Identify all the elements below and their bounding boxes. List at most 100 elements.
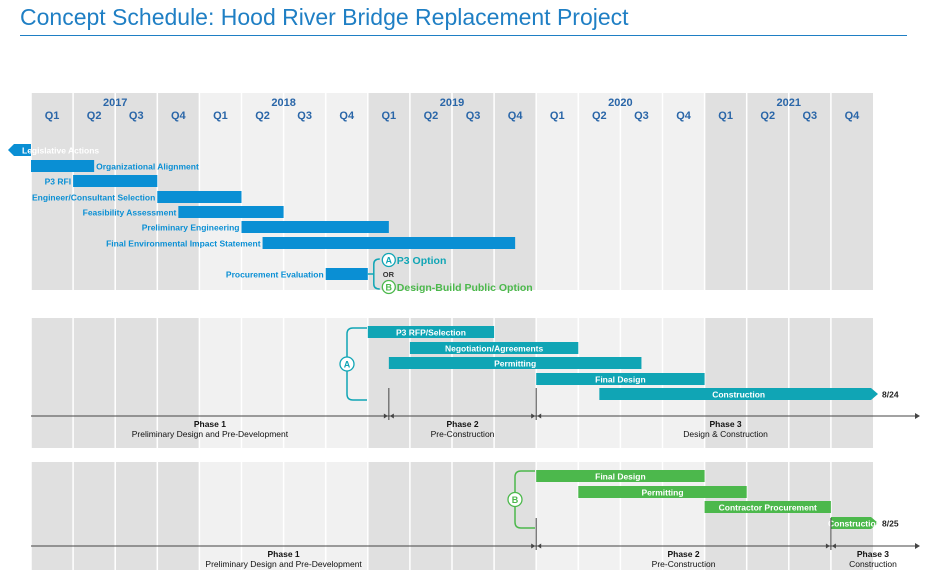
grid-column (157, 462, 200, 570)
task-bar (578, 486, 747, 498)
year-label: 2019 (440, 97, 464, 109)
task-bar (325, 268, 368, 280)
or-label: OR (383, 270, 395, 279)
phase-arrow (383, 413, 388, 419)
option-letter: A (344, 360, 351, 370)
task-bar (8, 144, 31, 156)
grid-column (452, 462, 495, 570)
option-b-label: Design-Build Public Option (397, 282, 533, 294)
grid-column (704, 93, 747, 290)
quarter-label: Q1 (550, 110, 565, 122)
phase-arrow (537, 543, 542, 549)
phase-axis-arrow (915, 543, 920, 549)
task-bar (241, 221, 389, 233)
grid-column (283, 462, 326, 570)
option-b-letter: B (386, 283, 393, 293)
grid-column (704, 318, 747, 448)
grid-column (241, 462, 284, 570)
grid-column (325, 93, 368, 290)
task-label: Engineer/Consultant Selection (32, 193, 155, 203)
grid-column (746, 462, 789, 570)
task-label: Negotiation/Agreements (445, 344, 544, 354)
task-label: Construction (828, 519, 881, 529)
grid-column (620, 93, 663, 290)
task-bar (536, 373, 705, 385)
task-bar (704, 501, 831, 513)
page-title: Concept Schedule: Hood River Bridge Repl… (20, 4, 629, 30)
grid-column (746, 93, 789, 290)
phase-axis-arrow (915, 413, 920, 419)
grid-column (788, 462, 831, 570)
task-bar (157, 191, 242, 203)
phase-name: Phase 2 (446, 419, 478, 429)
phase-name: Phase 3 (710, 419, 742, 429)
task-label: Preliminary Engineering (142, 223, 240, 233)
option-a-label: P3 Option (397, 255, 447, 267)
task-label: Feasibility Assessment (83, 208, 177, 218)
task-label: Permitting (641, 488, 683, 498)
option-a-letter: A (386, 256, 393, 266)
grid-column (452, 318, 495, 448)
task-label: Contractor Procurement (719, 503, 817, 513)
options-bracket (367, 258, 380, 290)
grid-column (830, 462, 873, 570)
quarter-label: Q3 (297, 110, 312, 122)
end-date-label: 8/25 (882, 519, 899, 529)
task-bar (73, 175, 158, 187)
grid-column (788, 93, 831, 290)
phase-name: Phase 2 (667, 549, 699, 559)
quarter-label: Q2 (760, 110, 775, 122)
quarter-label: Q4 (676, 110, 692, 122)
quarter-label: Q2 (87, 110, 102, 122)
quarter-label: Q4 (171, 110, 187, 122)
grid-column (367, 318, 410, 448)
option-b-badge (381, 279, 396, 295)
year-label: 2020 (608, 97, 632, 109)
grid-column (830, 318, 873, 448)
grid-column (31, 462, 74, 570)
grid-column (73, 318, 116, 448)
task-bar (262, 237, 516, 249)
grid-column (157, 318, 200, 448)
grid-column (578, 93, 621, 290)
grid-column (115, 318, 158, 448)
phase-desc: Design & Construction (683, 429, 768, 439)
task-label: Final Design (595, 472, 646, 482)
task-bar (367, 326, 495, 338)
quarter-label: Q3 (803, 110, 818, 122)
phase-arrow (831, 543, 836, 549)
grid-column (31, 318, 74, 448)
grid-column (788, 318, 831, 448)
task-bar (388, 357, 642, 369)
phase-name: Phase 1 (194, 419, 226, 429)
option-a-badge (381, 252, 396, 268)
phase-arrow (537, 413, 542, 419)
task-label: P3 RFP/Selection (396, 328, 466, 338)
option-letter-badge (507, 491, 523, 508)
grid-column (409, 93, 452, 290)
grid-column (746, 318, 789, 448)
task-label: Permitting (494, 359, 536, 369)
task-bar (31, 160, 95, 172)
grid-column (283, 93, 326, 290)
quarter-label: Q2 (424, 110, 439, 122)
grid-column (199, 318, 242, 448)
quarter-label: Q3 (634, 110, 649, 122)
phase-name: Phase 3 (857, 549, 889, 559)
year-label: 2021 (777, 97, 801, 109)
task-label: Organizational Alignment (96, 162, 199, 172)
grid-column (367, 462, 410, 570)
phase-desc: Pre-Construction (652, 559, 716, 569)
grid-column (241, 93, 284, 290)
phase-arrow (531, 413, 536, 419)
grid-column (662, 93, 705, 290)
grid-column (31, 93, 74, 290)
option-letter: B (512, 495, 519, 505)
grid-column (283, 318, 326, 448)
quarter-label: Q1 (45, 110, 60, 122)
task-bar (178, 206, 284, 218)
task-label: Legislative Actions (22, 146, 99, 156)
grid-column (409, 318, 452, 448)
grid-column (494, 93, 537, 290)
